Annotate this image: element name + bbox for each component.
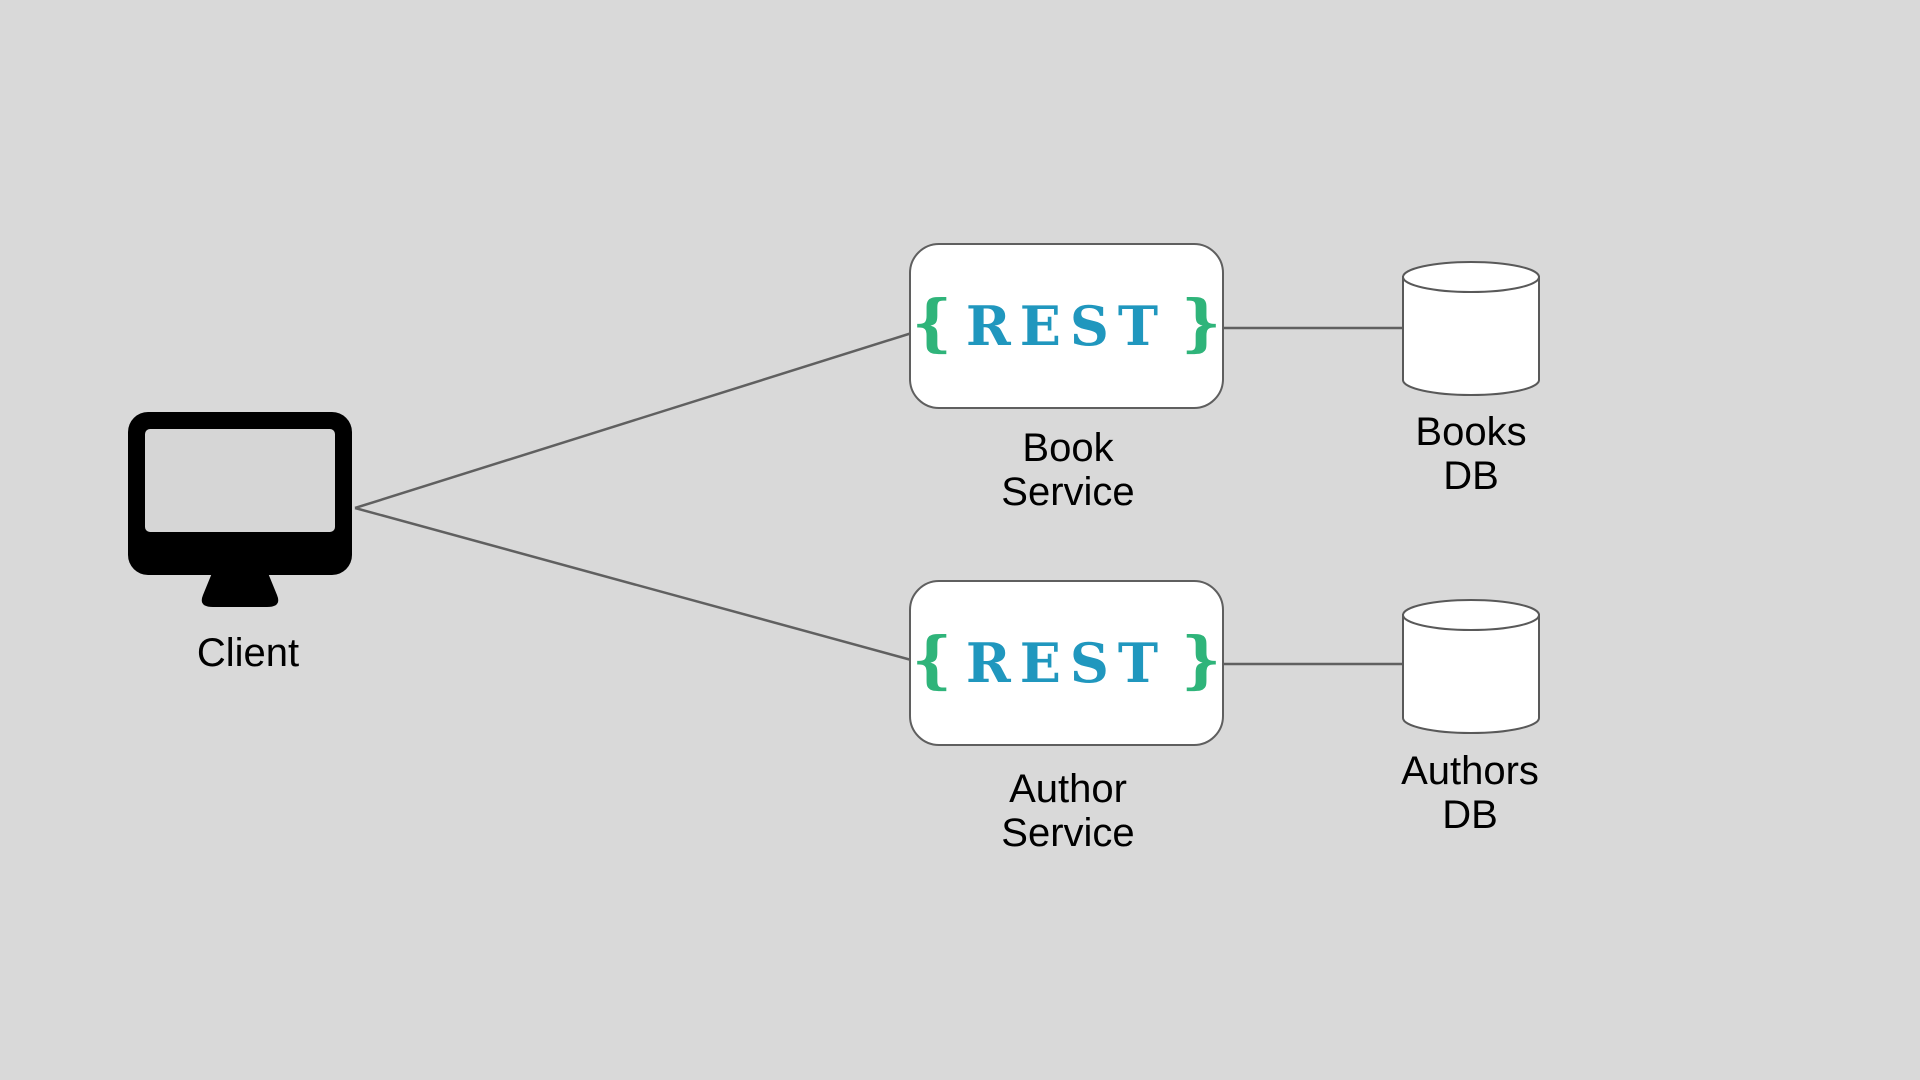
cylinder-top xyxy=(1402,261,1540,293)
authors-db-label: Authors DB xyxy=(1401,749,1539,837)
close-brace: } xyxy=(1181,286,1221,359)
book-service-label: Book Service xyxy=(1001,426,1135,514)
rest-label: REST xyxy=(965,294,1168,358)
monitor-screen xyxy=(145,429,335,532)
cylinder-top xyxy=(1402,599,1540,631)
authors-db-cylinder-icon xyxy=(1402,599,1540,734)
edge-client-to-author-service xyxy=(354,506,916,663)
books-db-cylinder-icon xyxy=(1402,261,1540,396)
client-label: Client xyxy=(196,631,300,675)
open-brace: { xyxy=(912,623,952,696)
monitor-stand xyxy=(201,573,279,607)
books-db-label: Books DB xyxy=(1415,410,1527,498)
connector-lines xyxy=(354,326,1404,666)
client-monitor-icon xyxy=(128,412,352,607)
service-node-book: { REST } xyxy=(909,243,1224,409)
cylinder-body xyxy=(1402,276,1540,396)
author-service-label: Author Service xyxy=(1001,767,1135,855)
open-brace: { xyxy=(912,286,952,359)
rest-label: REST xyxy=(965,631,1168,695)
cylinder-body xyxy=(1402,614,1540,734)
close-brace: } xyxy=(1181,623,1221,696)
service-node-author: { REST } xyxy=(909,580,1224,746)
edge-client-to-book-service xyxy=(354,330,916,510)
rest-badge: { REST } xyxy=(912,292,1221,360)
rest-badge: { REST } xyxy=(912,629,1221,697)
